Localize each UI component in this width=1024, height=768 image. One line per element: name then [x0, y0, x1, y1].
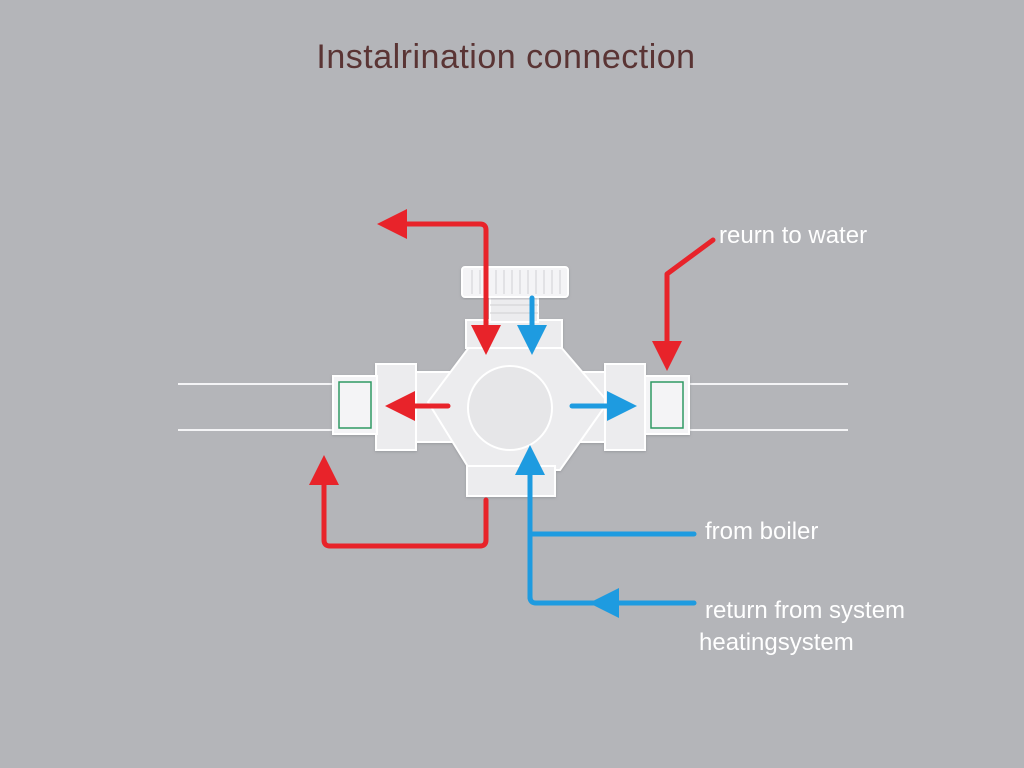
label-return-from-system: return from system — [705, 597, 906, 624]
bottom-port-flange — [466, 465, 556, 497]
pipe-right — [686, 383, 848, 431]
valve-knob — [461, 266, 569, 298]
cold-flow-arrows — [515, 295, 697, 618]
right-fitting — [644, 375, 690, 435]
label-from-boiler: from boiler — [705, 518, 819, 545]
left-fitting — [332, 375, 378, 435]
hot-flow-top-left-arrow — [377, 209, 489, 341]
cold-flow-bottom-corner — [527, 594, 607, 606]
hot-flow-arrows — [309, 209, 716, 549]
valve-body — [332, 319, 690, 497]
label-heating-system: heatingsystem — [699, 629, 854, 656]
valve-core — [467, 365, 553, 451]
hot-flow-return-to-water-arrow — [652, 237, 716, 371]
label-return-to-water: reurn to water — [719, 222, 868, 249]
top-port-flange — [465, 319, 563, 349]
diagram-title: Instalrination connection — [316, 38, 696, 76]
pipe-left — [178, 383, 338, 431]
hot-flow-bottom-loop-arrow — [309, 455, 489, 549]
